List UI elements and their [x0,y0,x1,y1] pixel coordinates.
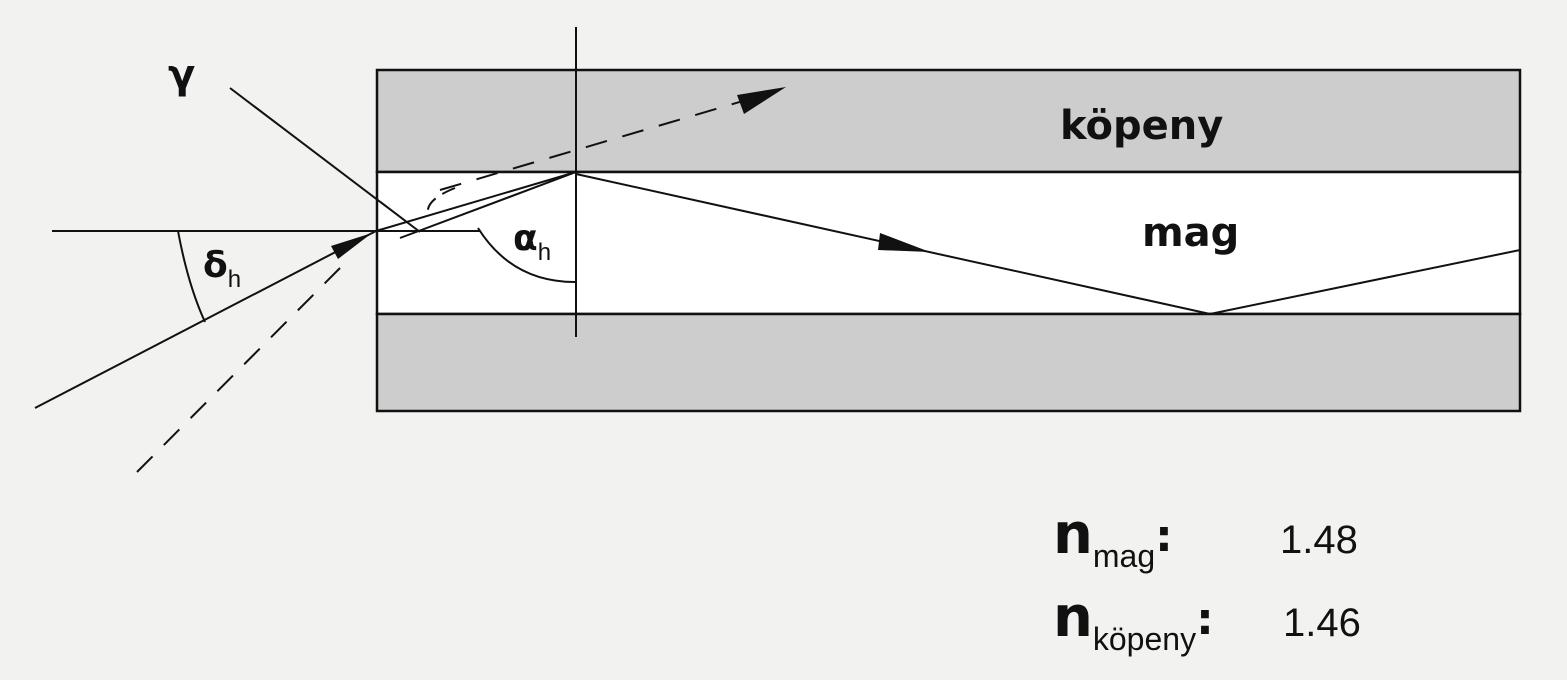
legend-core-colon: : [1155,511,1173,562]
delta-label: δh [203,245,241,293]
refracted-ray-a [375,171,577,232]
incident-ray-arrowhead [331,233,372,259]
escaping-ray-arrowhead [737,87,786,114]
legend-cladding-symbol: n [1053,585,1093,650]
legend-core-subscript: mag [1093,538,1155,574]
guided-ray-arrowhead [878,233,930,252]
legend-core-symbol: n [1053,502,1093,567]
legend-cladding-subscript: köpeny [1093,621,1196,657]
core-label: mag [1142,210,1239,256]
escaping-dashed-ray [439,95,761,191]
incident-ray [34,230,377,409]
delta-symbol: δ [203,245,228,286]
delta-subscript: h [228,266,241,293]
legend-core: nmag: [1053,502,1173,574]
legend-cladding-value: 1.46 [1283,601,1361,645]
cladding-label: köpeny [1060,103,1223,149]
alpha-angle-arc [477,227,576,283]
guided-ray [575,173,1521,316]
legend-cladding-colon: : [1196,594,1214,645]
gamma-ray [229,87,421,233]
gamma-label: γ [168,52,195,98]
delta-angle-arc [177,230,206,323]
alpha-label: αh [513,218,551,266]
legend-cladding: nköpeny: [1053,585,1214,657]
cladding-bottom [375,312,1522,413]
refracted-ray-b [399,171,577,239]
dashed-incident-ray [136,267,341,473]
alpha-symbol: α [513,218,538,259]
small-angle-arc [426,187,456,215]
cladding-top [375,68,1522,174]
alpha-subscript: h [538,239,551,266]
legend-core-value: 1.48 [1280,518,1358,562]
